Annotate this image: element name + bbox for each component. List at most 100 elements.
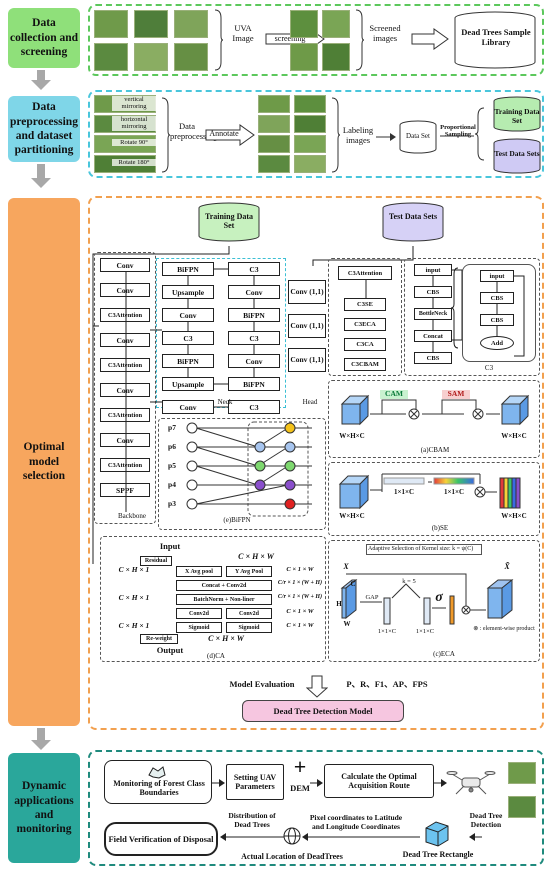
dataset-arrow [376,133,396,141]
plus-sign: + [293,754,307,779]
annotate-arrow [205,124,255,146]
aug-label: Rotate 180° [112,159,156,167]
annotated-grid [258,95,328,175]
head-block: Conv (1,1) [288,280,326,304]
augmentation-column: vertical mirroring horizontal mirroring … [94,95,160,175]
collection-brace [214,9,223,71]
se-in-dim: W×H×C [339,512,365,520]
field-label: Field Verification of Disposal [108,833,214,844]
backbone-panel [94,252,156,524]
c3attention-variant: C3CA [344,338,386,351]
c3-block: Concat [414,330,452,342]
globe-icon [283,827,301,845]
neck-block: C3 [228,400,280,414]
actual-label: Actual Location of DeadTrees [241,852,343,861]
se-k1: 1×1×C [393,488,415,496]
backbone-block: Conv [100,433,150,447]
ca-dim-right: C × 1 × W [286,622,314,629]
ca-conv1: Conv2d [176,608,222,619]
neck-arrows [150,268,255,408]
ca-sig2: Sigmoid [226,622,272,633]
neck-block: BiFPN [228,308,280,322]
eca-diagram [340,573,514,625]
ca-dims-left: C × H × 1 C × H × 1 C × H × 1 [104,565,164,650]
dist-label: Distribution of Dead Trees [228,811,276,829]
bifpn-levels: p7 p6 p5 p4 p3 [164,423,180,519]
bifpn-level: p3 [168,499,176,508]
eca-h: H [336,600,342,608]
uva-photo [174,43,208,71]
eca-w: W [343,620,351,628]
backbone-block: SPPF [100,483,150,497]
annotated-photo [294,155,326,173]
uav-params-label: Setting UAV Parameters [233,773,277,791]
cbam-out-dim: W×H×C [501,432,527,440]
applications-panel [88,750,544,866]
data-preprocessing-label: Data preprocessing [170,121,218,141]
cbam-sam-label: SAM [442,389,470,399]
stage-applications: Dynamic applications and monitoring [8,753,80,863]
cbam-panel [328,380,540,458]
screened-images-label: Screened images [369,23,401,43]
bottleneck-block: input [480,270,514,282]
backbone-arrows [125,272,127,512]
drone-icon [446,771,496,795]
neck-block: BiFPN [228,377,280,391]
neck-block: Upsample [162,377,214,391]
labeling-images-label: Labeling images [342,125,374,145]
c3attention-brace [365,280,367,298]
library-cylinder-icon [454,11,536,69]
stage-model-selection-label: Optimal model selection [22,441,66,483]
ca-dim-right: C/r × 1 × (W + H) [277,580,323,586]
c3-block: CBS [414,352,452,364]
stage-collection: Data collection and screening [8,8,80,68]
stage-preprocessing-label: Data preprocessing and dataset partition… [10,101,78,157]
uva-photo [94,43,128,71]
test-set-label: Test Data Sets [494,149,540,158]
uva-photo [134,10,168,38]
c3attention-title: C3Attention [338,266,392,280]
ca-concat: Concat + Conv2d [176,580,272,591]
data-set-label: Data Set [406,132,430,140]
annotated-photo [258,155,290,173]
labeling-brace [331,97,340,173]
c3-block: BottleNeck [414,308,452,320]
c3attention-variant: C3SE [344,298,386,311]
head-stack: Conv (1,1) Conv (1,1) Conv (1,1) [288,280,326,372]
bottleneck-panel [462,264,536,362]
aug-label: horizontal mirroring [112,116,156,131]
final-model-box: Dead Tree Detection Model [242,700,404,722]
neck-label: Neck [217,398,233,406]
neck-block: C3 [228,331,280,345]
ca-caption: (d)CA [207,652,225,660]
screening-label: screening [274,34,306,43]
screened-grid [290,10,352,72]
backbone-block: Conv [100,283,150,297]
model-panel [88,196,544,730]
bottleneck-stack: input CBS CBS Add [480,270,514,350]
proportional-label: Proportional Sampling [440,124,476,139]
c3-block: input [414,264,452,276]
se-diagram [338,473,521,510]
train-cylinder-icon [493,96,541,132]
neck-block: BiFPN [162,262,214,276]
backbone-label: Backbone [118,512,146,520]
screened-photo [290,10,318,38]
backbone-block: C3Attention [100,458,150,472]
ca-dim-right: C × 1 × W [286,566,314,573]
collection-panel [88,4,544,76]
annotated-photo [294,115,326,133]
c3-panel [404,258,540,376]
dataset-cylinder-icon [399,120,437,154]
c3-block: CBS [414,286,452,298]
c3-caption: C3 [484,364,494,372]
pixel-label: Pixel coordinates to Latitude and Longit… [309,813,403,831]
final-model-label: Dead Tree Detection Model [273,706,373,716]
eca-sigma: σ [435,590,443,605]
preprocess-brace [161,97,170,173]
app-arrow-2 [310,779,323,787]
stage-applications-label: Dynamic applications and monitoring [14,780,74,836]
ca-reweight: Re-weight [140,634,178,644]
c3attention-variant: C3ECA [344,318,386,331]
neck-left-stack: BiFPN Upsample Conv C3 BiFPN Upsample Co… [162,262,214,414]
